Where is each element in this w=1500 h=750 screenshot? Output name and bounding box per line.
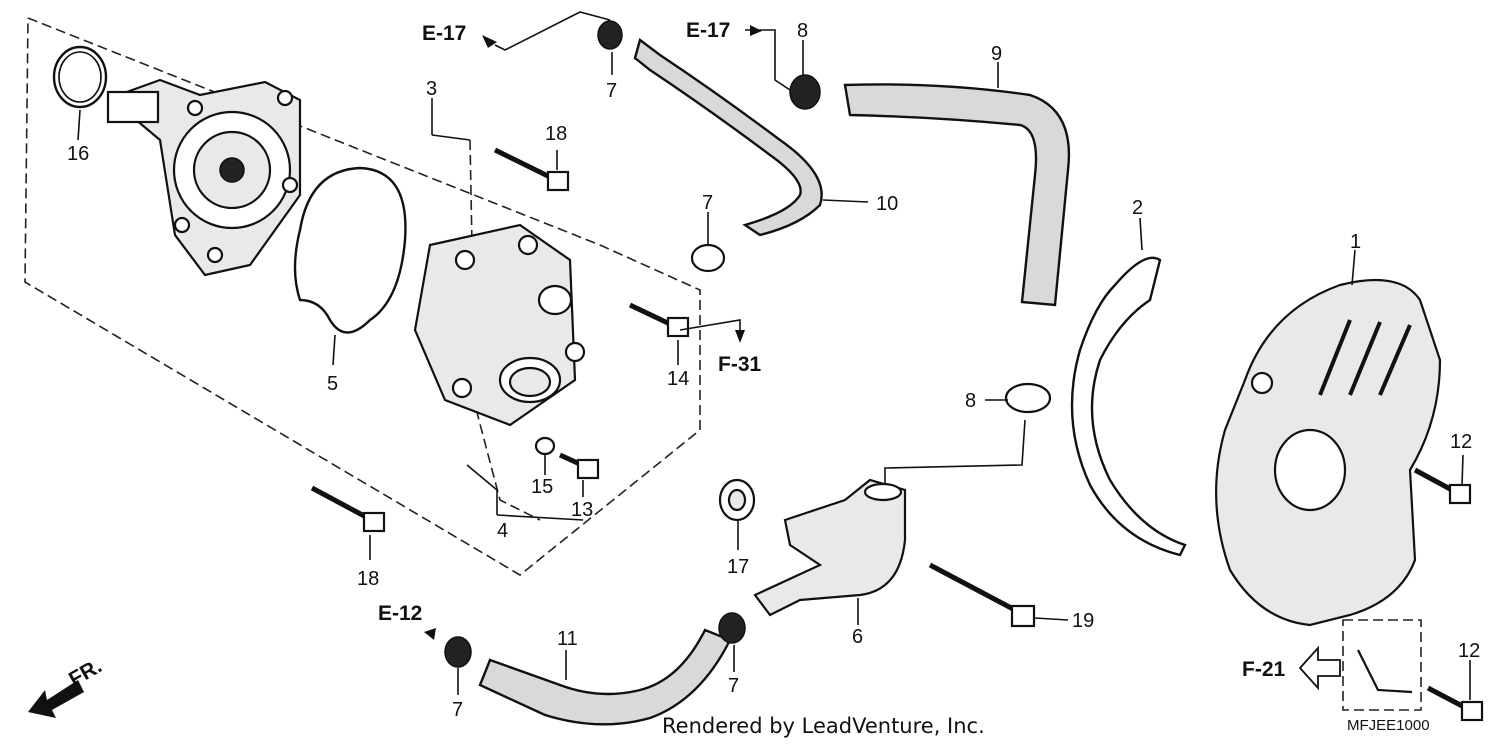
render-credit: Rendered by LeadVenture, Inc. (662, 714, 985, 738)
pump-cover-4[interactable] (413, 223, 586, 427)
callout-7-lower-right: 7 (728, 675, 739, 697)
washer-15[interactable] (534, 436, 556, 456)
callout-16: 16 (67, 143, 89, 165)
ref-f31: F-31 (718, 353, 762, 376)
arrowheads (424, 25, 762, 640)
callout-5: 5 (327, 373, 338, 395)
reference-labels: E-17 E-17 F-31 E-12 F-21 FR. (65, 19, 1286, 691)
callout-4: 4 (497, 520, 508, 542)
callout-18-top: 18 (545, 123, 567, 145)
bolt-12-lower[interactable] (1426, 685, 1484, 722)
clamp-7-mid[interactable] (690, 243, 726, 273)
hose-11[interactable] (478, 628, 732, 726)
bolt-13[interactable] (558, 452, 600, 480)
callout-15: 15 (531, 476, 553, 498)
callout-2: 2 (1132, 197, 1143, 219)
ref-f21: F-21 (1242, 658, 1286, 681)
clamp-7-lower-left[interactable] (444, 636, 472, 668)
bolt-18-top[interactable] (493, 147, 570, 192)
f21-arrow-icon (1298, 645, 1341, 691)
bolt-12-upper[interactable] (1413, 467, 1472, 505)
leader-lines (77, 11, 1471, 700)
callout-12-upper: 12 (1450, 431, 1472, 453)
diagram-code: MFJEE1000 (1347, 717, 1430, 734)
callout-11: 11 (557, 628, 578, 650)
callout-7-mid: 7 (702, 192, 713, 214)
bolt-19[interactable] (928, 562, 1036, 628)
bracket-inset (1342, 619, 1422, 711)
callout-10: 10 (876, 193, 898, 215)
ref-e17-right: E-17 (686, 19, 730, 42)
hose-9[interactable] (843, 83, 1071, 307)
ref-e12: E-12 (378, 602, 422, 625)
callout-19: 19 (1072, 610, 1094, 632)
o-ring-16[interactable] (52, 45, 108, 109)
joint-pipe-6[interactable] (753, 478, 907, 617)
seal-17[interactable] (718, 478, 756, 522)
water-pump-3[interactable] (106, 78, 302, 277)
callout-12-lower: 12 (1458, 640, 1480, 662)
clamp-7-top[interactable] (597, 20, 623, 50)
callout-18-bottom: 18 (357, 568, 379, 590)
callout-3: 3 (426, 78, 437, 100)
callout-8-lower: 8 (965, 390, 976, 412)
clamp-8-lower[interactable] (1004, 382, 1052, 414)
bolt-14[interactable] (628, 302, 690, 338)
callout-17: 17 (727, 556, 749, 578)
o-ring-5[interactable] (293, 166, 407, 334)
callout-1: 1 (1350, 231, 1361, 253)
clamp-7-lower-right[interactable] (718, 612, 746, 644)
bolt-18-bottom[interactable] (310, 485, 386, 533)
callout-13: 13 (571, 499, 593, 521)
callout-7-top: 7 (606, 80, 617, 102)
callout-14: 14 (667, 368, 689, 390)
clamp-8-top[interactable] (789, 74, 821, 110)
gasket-2[interactable] (1070, 256, 1187, 557)
hose-10[interactable] (633, 37, 823, 237)
callout-8-top: 8 (797, 20, 808, 42)
callout-7-lower-left: 7 (452, 699, 463, 721)
assembly-outline (24, 17, 701, 576)
callout-6: 6 (852, 626, 863, 648)
front-direction-arrow-icon (28, 680, 84, 718)
water-pump-cover-1[interactable] (1215, 278, 1442, 627)
callout-labels: 16 3 5 7 18 8 9 7 10 2 1 8 12 14 15 13 4… (67, 20, 1480, 721)
callout-9: 9 (991, 43, 1002, 65)
ref-e17-left: E-17 (422, 22, 466, 45)
